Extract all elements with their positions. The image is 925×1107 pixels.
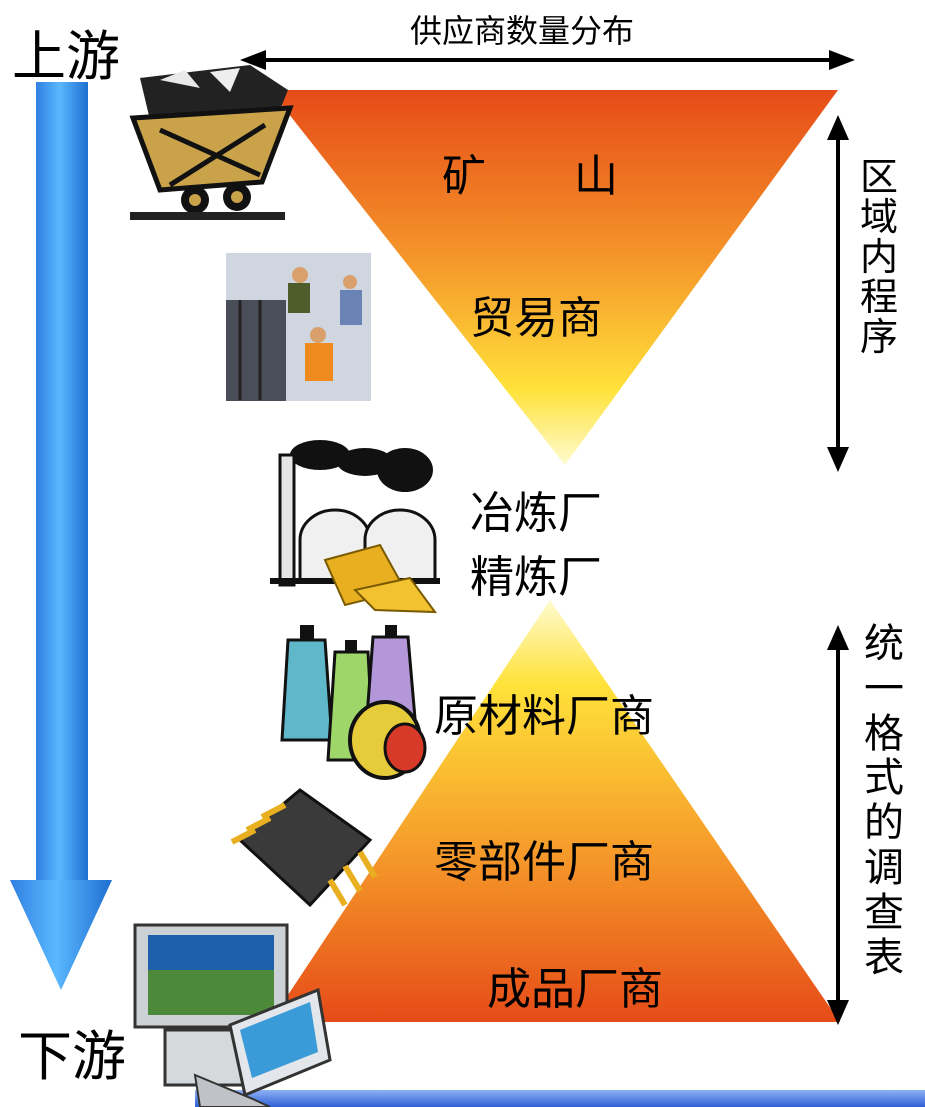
supplier-count-label: 供应商数量分布 <box>410 12 635 50</box>
microchip-icon <box>230 788 378 908</box>
factory-icon <box>270 440 440 614</box>
stage-parts: 零部件厂商 <box>434 837 654 888</box>
regional-program-label: 区 域 内 程 序 <box>860 155 899 359</box>
thread-spools-icon <box>280 625 427 780</box>
stage-refinery: 精炼厂 <box>470 552 602 603</box>
upstream-downstream-arrow <box>10 82 112 990</box>
unified-survey-label: 统 一 格 式 的 调 查 表 <box>864 621 904 981</box>
bottom-bar <box>195 1090 925 1107</box>
lower-funnel <box>270 600 840 1022</box>
downstream-label: 下游 <box>18 1025 126 1088</box>
unified-survey-arrow <box>827 625 849 1025</box>
supplier-count-arrow <box>240 50 855 70</box>
stage-smelter: 冶炼厂 <box>470 488 602 539</box>
stage-raw-material: 原材料厂商 <box>434 691 654 742</box>
mine-cart-icon <box>129 65 294 220</box>
upper-funnel <box>270 90 838 465</box>
stage-finished: 成品厂商 <box>487 964 663 1015</box>
regional-program-arrow <box>827 115 849 472</box>
stage-trader: 贸易商 <box>470 293 602 344</box>
computer-icon <box>133 923 332 1107</box>
stage-mine: 矿 山 <box>442 151 618 202</box>
traders-icon <box>226 253 371 401</box>
upstream-label: 上游 <box>12 25 120 88</box>
